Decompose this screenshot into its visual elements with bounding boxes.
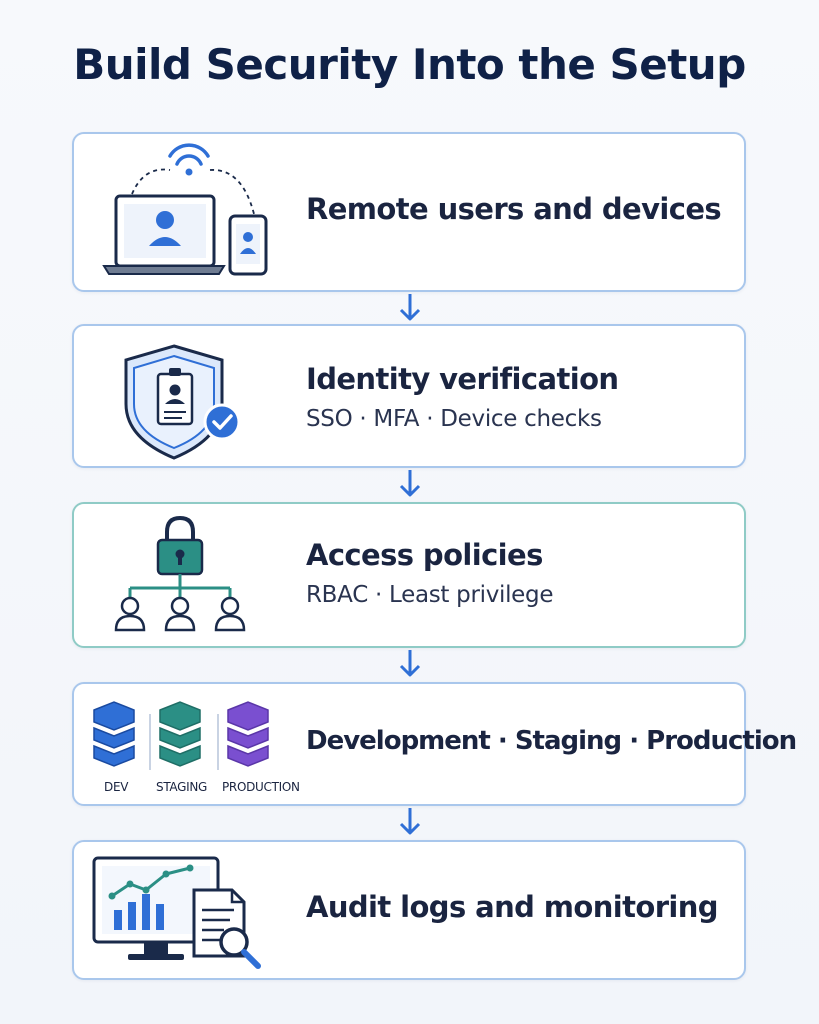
env-tag-dev: DEV <box>104 780 129 794</box>
page-title: Build Security Into the Setup <box>73 40 746 89</box>
monitor-chart-document-search-icon <box>92 856 261 969</box>
step-label: Audit logs and monitoring <box>306 890 719 924</box>
staging-server-icon <box>159 701 201 767</box>
step-card-remote-users: Remote users and devices <box>72 132 746 292</box>
step-label: Access policies <box>306 538 543 572</box>
production-server-icon <box>227 701 269 767</box>
env-tag-staging: STAGING <box>156 780 208 794</box>
step-sublabel: SSO · MFA · Device checks <box>306 406 602 432</box>
step-card-identity-verification: Identity verification SSO · MFA · Device… <box>72 324 746 468</box>
arrow-down-icon <box>399 808 421 835</box>
arrow-down-icon <box>399 470 421 497</box>
laptop-phone-user-icon <box>102 143 268 276</box>
server-stacks-icon <box>93 701 269 770</box>
step-card-access-policies: Access policies RBAC · Least privilege <box>72 502 746 648</box>
step-card-audit-logs: Audit logs and monitoring <box>72 840 746 980</box>
lock-hierarchy-users-icon <box>114 515 246 632</box>
arrow-down-icon <box>399 294 421 321</box>
step-sublabel: RBAC · Least privilege <box>306 582 554 608</box>
shield-id-check-icon <box>124 344 241 460</box>
dev-server-icon <box>93 701 135 767</box>
arrow-down-icon <box>399 650 421 677</box>
step-label: Identity verification <box>306 362 619 396</box>
step-label: Development · Staging · Production <box>306 726 797 756</box>
step-card-environments: DEV STAGING PRODUCTION Development · Sta… <box>72 682 797 806</box>
step-label: Remote users and devices <box>306 192 722 226</box>
env-tag-production: PRODUCTION <box>222 780 300 794</box>
